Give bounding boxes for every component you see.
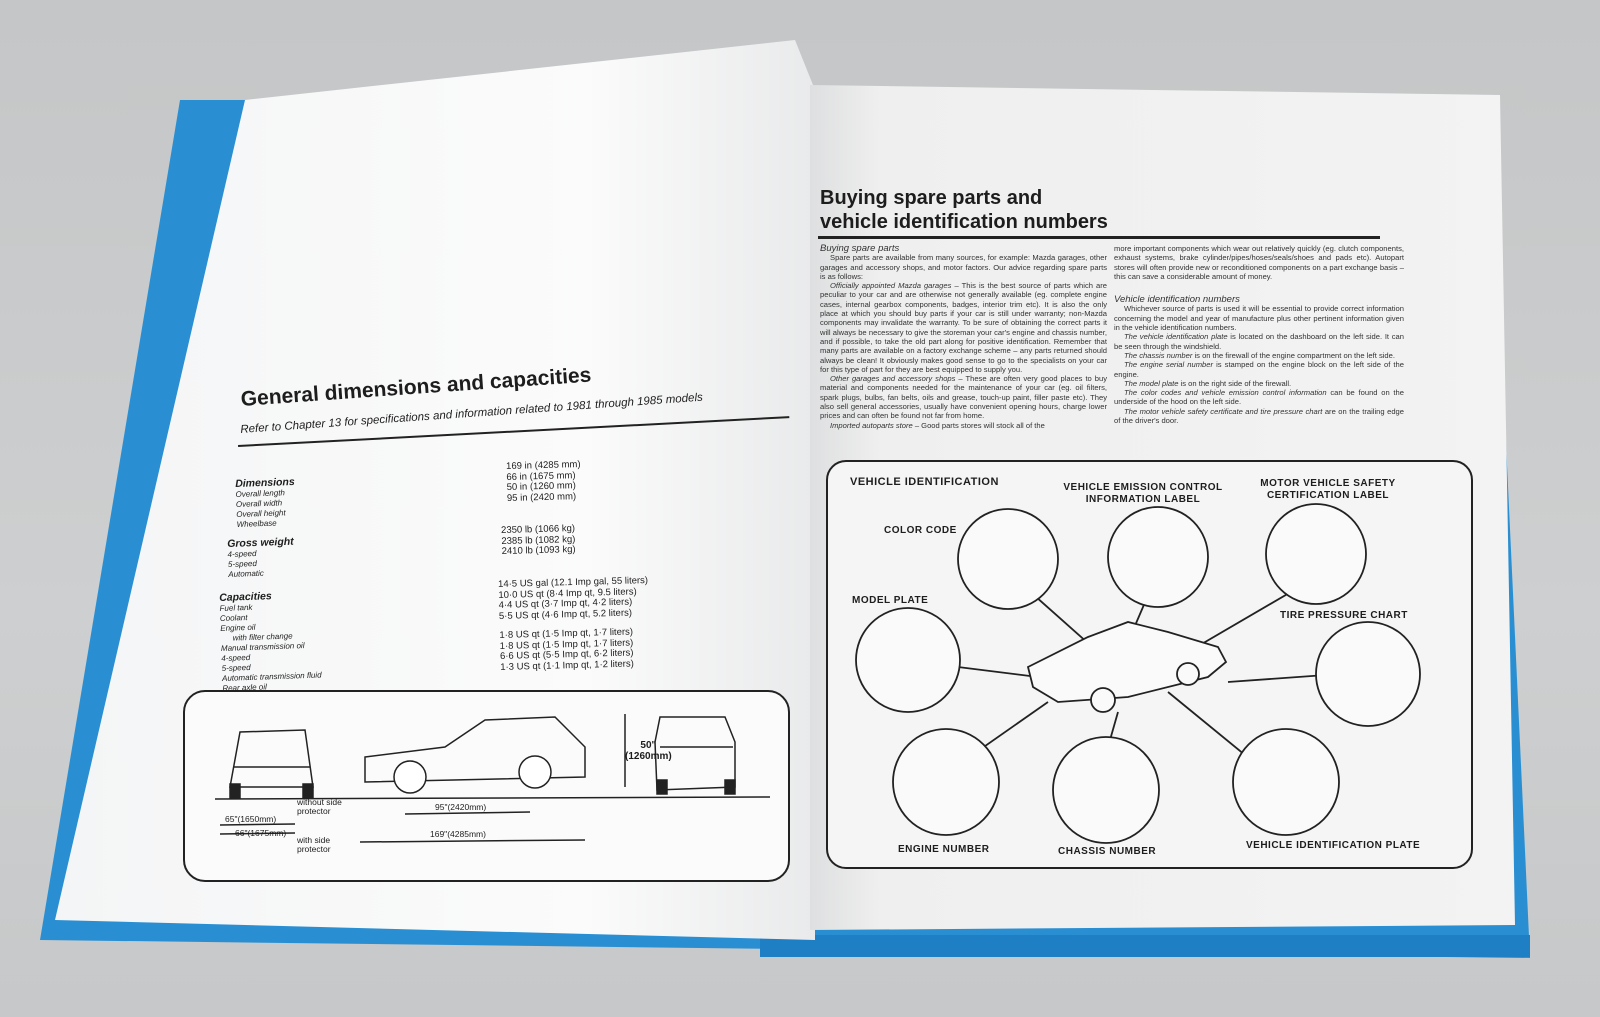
chassis-number-detail <box>1052 736 1160 844</box>
without-side-label: without side <box>297 797 342 807</box>
paragraph: The chassis number is on the firewall of… <box>1114 351 1404 360</box>
capacities-values: 14·5 US gal (12.1 Imp gal, 55 liters) 10… <box>498 575 650 673</box>
with-side-label: with side <box>297 835 331 845</box>
paragraph: Whichever source of parts is used it wil… <box>1114 304 1404 333</box>
safety-label-detail <box>1265 503 1367 605</box>
lead: Other garages and accessory shops <box>830 374 956 384</box>
model-plate-detail <box>855 607 961 713</box>
paragraph: The engine serial number is stamped on t… <box>1114 360 1404 379</box>
book-cover-edge <box>760 935 1530 957</box>
lead: The vehicle identification plate <box>1124 332 1228 342</box>
engine-number-label: ENGINE NUMBER <box>898 844 990 855</box>
color-code-label: COLOR CODE <box>884 525 957 536</box>
text: can be found on the underside of the hoo… <box>1114 388 1404 407</box>
model-plate-label: MODEL PLATE <box>852 595 929 606</box>
paragraph: The vehicle identification plate is loca… <box>1114 332 1404 351</box>
height-label: 50" <box>640 740 657 751</box>
dimensions-values: 169 in (4285 mm) 66 in (1675 mm) 50 in (… <box>506 459 582 504</box>
text: – These are often very good places to bu… <box>820 374 1107 421</box>
weight-labels: Gross weight 4-speed 5-speed Automatic <box>227 536 295 580</box>
length-label: 169"(4285mm) <box>430 829 486 839</box>
text: is on the right side of the firewall. <box>1178 378 1292 388</box>
spec-value: 95 in (2420 mm) <box>506 490 577 504</box>
text-column-1: Buying spare parts Spare parts are avail… <box>820 244 1107 430</box>
vin-plate-detail <box>1232 728 1340 836</box>
lead: Officially appointed Mazda garages <box>830 281 952 291</box>
paragraph: Other garages and accessory shops – Thes… <box>820 374 1107 420</box>
diagram-title: VEHICLE IDENTIFICATION <box>850 476 999 488</box>
paragraph: Spare parts are available from many sour… <box>820 253 1107 281</box>
text: is stamped on the engine block on the le… <box>1114 360 1404 379</box>
paragraph: The color codes and vehicle emission con… <box>1114 388 1404 407</box>
section-heading: Gross weight <box>227 535 294 550</box>
text: – Good parts stores will stock all of th… <box>912 420 1045 430</box>
car-front-view <box>229 729 314 788</box>
protector-label: protector <box>297 844 331 854</box>
text: is located on the dashboard on the left … <box>1114 332 1404 351</box>
width-without-label: 65"(1650mm) <box>225 814 277 824</box>
paragraph: The motor vehicle safety certificate and… <box>1114 407 1404 426</box>
paragraph: The model plate is on the right side of … <box>1114 379 1404 388</box>
protector-label: protector <box>297 806 331 816</box>
wheelbase-label: 95"(2420mm) <box>435 802 487 812</box>
paragraph: Officially appointed Mazda garages – Thi… <box>820 281 1107 374</box>
lead: The color codes and vehicle emission con… <box>1124 388 1327 398</box>
text-column-2: more important components which wear out… <box>1114 244 1404 425</box>
capacities-labels: Capacities Fuel tank Coolant Engine oil … <box>219 589 322 694</box>
tire-chart-detail <box>1315 621 1421 727</box>
lead: The engine serial number <box>1124 360 1214 370</box>
safety-label: MOTOR VEHICLE SAFETY CERTIFICATION LABEL <box>1260 478 1396 501</box>
weight-values: 2350 lb (1066 kg) 2385 lb (1082 kg) 2410… <box>501 523 576 557</box>
lead: The model plate <box>1124 378 1179 388</box>
paragraph: more important components which wear out… <box>1114 244 1404 281</box>
text: is on the firewall of the engine compart… <box>1192 350 1395 360</box>
tire-chart-label: TIRE PRESSURE CHART <box>1280 610 1408 621</box>
title-line: Buying spare parts and <box>820 187 1043 209</box>
section-heading: Buying spare parts <box>820 243 900 254</box>
lead: The chassis number <box>1124 350 1193 360</box>
engine-number-detail <box>892 728 1000 836</box>
text: – This is the best source of parts which… <box>820 281 1107 374</box>
emission-label-detail <box>1107 506 1209 608</box>
section-heading: Vehicle identification numbers <box>1114 294 1240 306</box>
emission-label: VEHICLE EMISSION CONTROL INFORMATION LAB… <box>1063 482 1223 505</box>
dimensions-labels: Dimensions Overall length Overall width … <box>235 476 296 530</box>
car-drawings <box>214 714 771 843</box>
color-code-detail <box>957 508 1059 610</box>
spec-label: Wheelbase <box>236 518 277 529</box>
identification-drawing <box>855 503 1421 844</box>
lead: The motor vehicle safety certificate and… <box>1124 406 1323 416</box>
height-mm-label: (1260mm) <box>625 751 672 762</box>
vehicle-identification-diagram: VEHICLE IDENTIFICATION VEHICLE EMISSION … <box>826 460 1473 869</box>
title-line: vehicle identification numbers <box>820 211 1108 233</box>
section-heading: Dimensions <box>235 475 295 490</box>
chassis-number-label: CHASSIS NUMBER <box>1058 846 1157 857</box>
car-drawing <box>1026 621 1228 703</box>
title-rule <box>818 236 1380 239</box>
right-page-title: Buying spare parts and vehicle identific… <box>820 186 1108 234</box>
spec-value: 2410 lb (1093 kg) <box>501 544 576 557</box>
text: are on the trailing edge of the driver's… <box>1114 406 1404 426</box>
lead: Imported autoparts store <box>830 420 913 430</box>
vin-plate-label: VEHICLE IDENTIFICATION PLATE <box>1246 840 1421 851</box>
width-with-label: 66"(1675mm) <box>235 828 287 838</box>
paragraph: Imported autoparts store – Good parts st… <box>820 421 1107 430</box>
